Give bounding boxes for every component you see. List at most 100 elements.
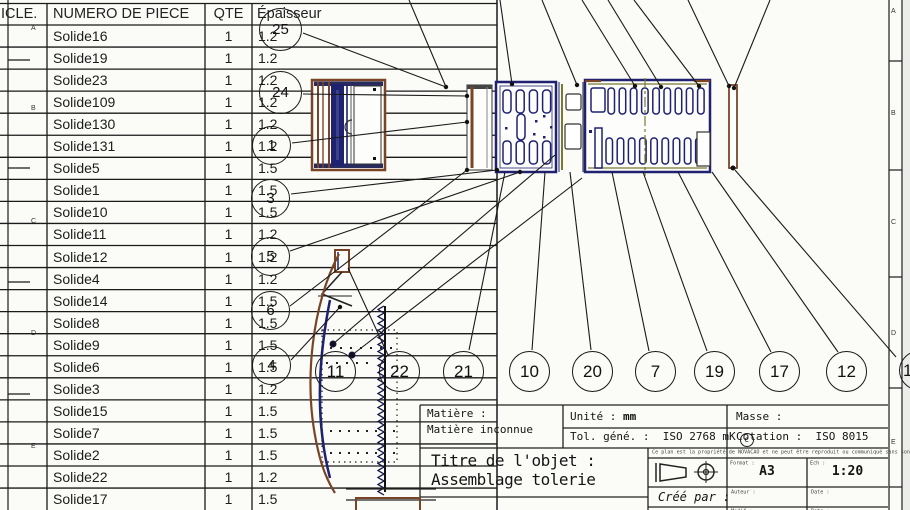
bom-part-name: Solide131	[53, 138, 116, 155]
zone-letter-right-e: E	[891, 439, 896, 446]
bom-part-name: Solide14	[53, 292, 108, 309]
author-label: Auteur :	[731, 489, 756, 495]
bom-part-thickness: 1.5	[258, 424, 278, 441]
zone-letter-left-b: B	[31, 105, 36, 112]
bom-row[interactable]: Solide8 1 1.5	[0, 312, 497, 334]
bom-part-qty: 1	[224, 116, 233, 133]
bom-part-name: Solide22	[53, 469, 108, 486]
balloon-callout-7[interactable]: 7	[635, 351, 676, 392]
object-title-value: Assemblage tolerie	[431, 470, 596, 489]
bom-part-thickness: 1.5	[258, 491, 278, 508]
balloon-callout-10[interactable]: 10	[509, 351, 550, 392]
balloon-callout-24[interactable]: 24	[259, 71, 302, 114]
bom-row[interactable]: Solide22 1 1.2	[0, 466, 497, 488]
bom-part-qty: 1	[224, 424, 233, 441]
bom-part-name: Solide17	[53, 491, 108, 508]
balloon-callout-4[interactable]: 4	[252, 346, 291, 385]
bom-part-thickness: 1.2	[258, 50, 278, 67]
bom-part-qty: 1	[224, 50, 233, 67]
bom-row[interactable]: Solide9 1 1.5	[0, 334, 497, 356]
bom-row[interactable]: Solide6 1 1.5	[0, 356, 497, 378]
tolerance-circle-mark: c	[739, 433, 754, 447]
bom-part-name: Solide6	[53, 358, 100, 375]
bom-part-qty: 1	[224, 226, 233, 243]
bom-row[interactable]: Solide23 1 1.2	[0, 69, 497, 91]
general-tolerance-label: Tol. géné. :	[570, 430, 650, 443]
balloon-callout-1[interactable]: 1	[899, 350, 910, 391]
bom-row[interactable]: Solide12 1 1.2	[0, 246, 497, 268]
zone-letter-right-c: C	[891, 219, 897, 226]
general-tolerance-value: ISO 2768 mK	[662, 430, 736, 443]
bom-part-name: Solide4	[53, 270, 100, 287]
bom-part-name: Solide12	[53, 248, 108, 265]
balloon-callout-11[interactable]: 11	[315, 351, 356, 392]
property-notice: Ce plan est la propriété de NOVACAO et n…	[652, 449, 910, 455]
zone-letter-left-e: E	[31, 443, 36, 450]
balloon-callout-3[interactable]: 3	[251, 179, 290, 218]
created-by-label: Créé par :	[658, 490, 731, 504]
sheet-right-margin	[903, 0, 910, 510]
balloon-callout-20[interactable]: 20	[572, 351, 613, 392]
bom-row[interactable]: Solide10 1 1.5	[0, 201, 497, 223]
zone-letter-right-d: D	[891, 330, 897, 337]
bom-part-qty: 1	[224, 469, 233, 486]
bom-part-name: Solide16	[53, 28, 108, 45]
bom-part-name: Solide1	[53, 182, 100, 199]
bom-part-name: Solide109	[53, 94, 116, 111]
bom-part-qty: 1	[224, 248, 233, 265]
balloon-callout-21[interactable]: 21	[443, 351, 484, 392]
modif-label: Modif :	[731, 508, 753, 510]
zone-letter-right-a: A	[891, 8, 896, 15]
balloon-callout-1[interactable]: 1	[252, 126, 291, 165]
zone-letter-right-b: B	[891, 110, 896, 117]
format-label: Format :	[730, 460, 755, 466]
bom-part-name: Solide23	[53, 72, 108, 89]
zone-letter-left-c: C	[31, 218, 37, 225]
balloon-callout-17[interactable]: 17	[759, 351, 800, 392]
bom-row[interactable]: Solide16 1 1.2	[0, 25, 497, 47]
balloon-callout-22[interactable]: 22	[379, 351, 420, 392]
balloon-callout-19[interactable]: 19	[694, 351, 735, 392]
bom-part-name: Solide8	[53, 314, 100, 331]
bom-row[interactable]: Solide15 1 1.5	[0, 400, 497, 422]
bom-part-name: Solide11	[53, 226, 107, 243]
bom-row[interactable]: Solide4 1 1.2	[0, 268, 497, 290]
balloon-callout-6[interactable]: 6	[251, 291, 290, 330]
balloon-callout-5[interactable]: 5	[251, 237, 290, 276]
bom-header-qty: QTE	[213, 6, 244, 22]
unit-value: mm	[622, 410, 637, 423]
bom-part-qty: 1	[224, 72, 233, 89]
bom-part-thickness: 1.5	[258, 402, 278, 419]
bom-row[interactable]: Solide131 1 1.2	[0, 135, 497, 157]
bom-header-part-number: NUMERO DE PIECE	[53, 6, 190, 22]
bom-row[interactable]: Solide11 1 1.2	[0, 223, 497, 245]
zone-letter-left-d: D	[31, 330, 37, 337]
bom-row[interactable]: Solide109 1 1.2	[0, 91, 497, 113]
scale-value: 1:20	[831, 464, 864, 479]
bom-part-qty: 1	[224, 182, 233, 199]
bom-part-name: Solide7	[53, 424, 100, 441]
bom-part-qty: 1	[224, 28, 233, 45]
bom-part-qty: 1	[224, 270, 233, 287]
balloon-callout-25[interactable]: 25	[259, 8, 302, 51]
bom-row[interactable]: Solide14 1 1.5	[0, 290, 497, 312]
bom-row[interactable]: Solide3 1 1.2	[0, 378, 497, 400]
bom-row[interactable]: Solide2 1 1.5	[0, 444, 497, 466]
date-label-2: Date :	[811, 508, 829, 510]
bom-row[interactable]: Solide7 1 1.5	[0, 422, 497, 444]
bom-part-thickness: 1.5	[258, 446, 278, 463]
zone-letter-left-a: A	[31, 25, 36, 32]
bom-row[interactable]: Solide1 1 1.5	[0, 179, 497, 201]
bom-row[interactable]: Solide19 1 1.2	[0, 47, 497, 69]
balloon-callout-12[interactable]: 12	[826, 351, 867, 392]
bom-part-name: Solide9	[53, 336, 100, 353]
bom-part-qty: 1	[224, 160, 233, 177]
bom-row[interactable]: Solide130 1 1.2	[0, 113, 497, 135]
bom-part-qty: 1	[224, 380, 233, 397]
bom-row[interactable]: Solide17 1 1.5	[0, 488, 497, 510]
bom-part-qty: 1	[224, 292, 233, 309]
bom-row[interactable]: Solide5 1 1.5	[0, 157, 497, 179]
scale-label: Ech :	[810, 460, 826, 466]
bom-part-name: Solide130	[53, 116, 116, 133]
